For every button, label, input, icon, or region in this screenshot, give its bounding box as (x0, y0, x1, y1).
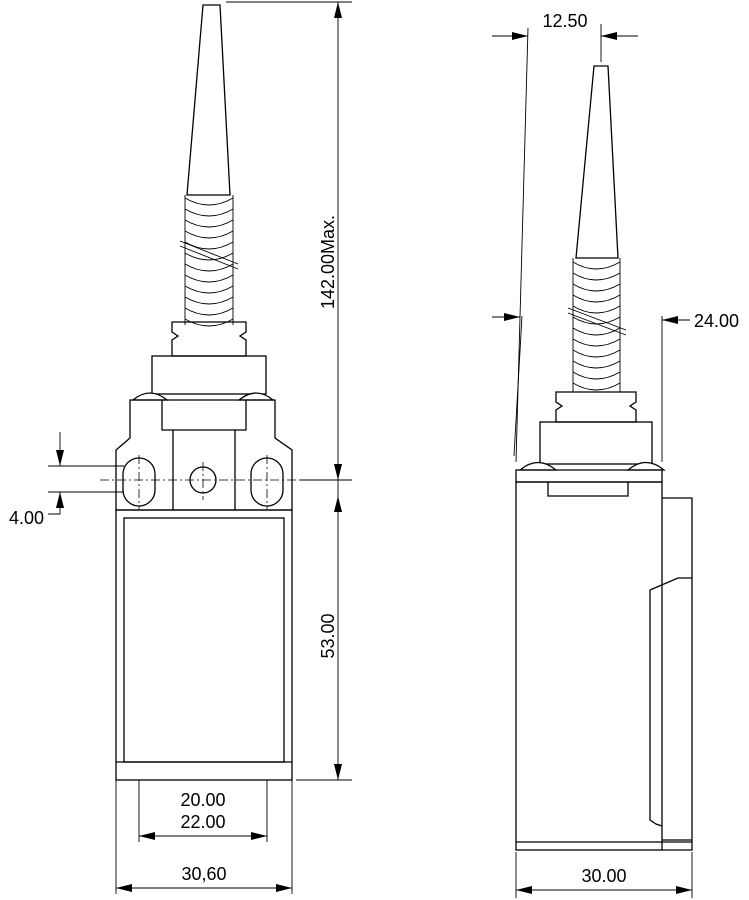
front-slot-right (250, 457, 284, 507)
dim-hole-spacing-outer: 22.00 (180, 812, 225, 832)
side-body (515, 481, 663, 851)
front-spring (179, 195, 239, 327)
side-spring (567, 258, 627, 392)
side-dimensions: 12.50 24.00 30.00 (492, 11, 739, 898)
side-head-tab (547, 482, 629, 497)
front-slot-left (122, 457, 156, 507)
front-view (100, 4, 300, 781)
dim-overall-height: 142.00Max. (318, 215, 338, 309)
dim-tip-offset: 12.50 (542, 11, 587, 31)
dim-front-width: 30,60 (181, 864, 226, 884)
dim-body-height: 53.00 (318, 613, 338, 658)
side-screw-right (626, 461, 666, 471)
side-cover (649, 497, 693, 851)
front-head-recess (161, 400, 247, 510)
side-neck (555, 391, 637, 423)
dim-hole-offset: 4.00 (9, 508, 44, 528)
front-dimensions: 142.00Max. 53.00 4.00 20.00 22.00 30,60 (9, 1, 352, 894)
front-wand-taper (186, 4, 231, 196)
front-head-upper (151, 355, 267, 395)
front-neck (171, 321, 247, 357)
front-body (115, 509, 293, 781)
side-wand-taper (575, 65, 619, 259)
side-view (515, 65, 693, 851)
side-head (539, 421, 653, 465)
dim-hole-spacing-inner: 20.00 (180, 790, 225, 810)
dim-body-offset: 24.00 (694, 311, 739, 331)
dim-side-width: 30.00 (581, 866, 626, 886)
front-body-inner (123, 517, 285, 763)
